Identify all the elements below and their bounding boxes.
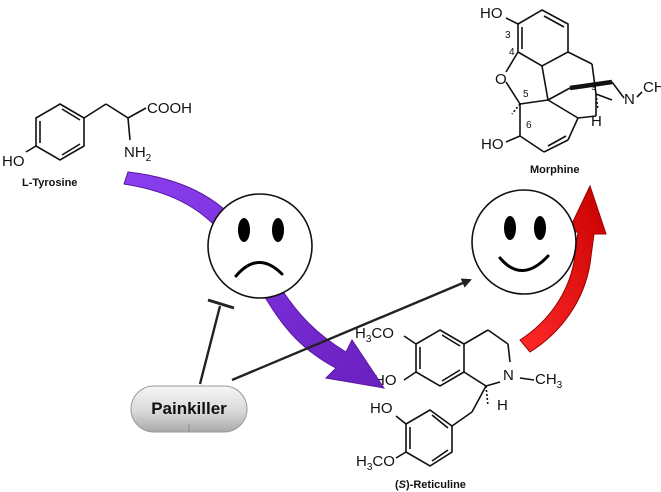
morphine-position-4-label: 4: [509, 47, 515, 58]
activation-arrow: [231, 278, 472, 382]
inhibition-line: [198, 298, 235, 385]
reticuline-lower-hydroxyl-label: HO: [370, 400, 393, 417]
reticuline-top-methoxy-label: H3CO: [355, 325, 394, 345]
morphine-aromatic-ring: [517, 9, 569, 67]
reticuline-benzyl-ring: [405, 409, 453, 467]
reticuline-benzyl-bond: [451, 411, 473, 427]
morphine-ring-bond: [577, 115, 597, 119]
reticuline-ring-bond: [463, 329, 489, 345]
sad-face-icon: [207, 193, 313, 299]
tyrosine-amine-label: NH2: [124, 144, 152, 164]
morphine-structure: [505, 9, 643, 153]
reticuline-benzyl-bond: [471, 385, 487, 413]
morphine-ring-bond: [595, 93, 613, 101]
morphine-ring-bond: [543, 139, 569, 153]
reticuline-stereo-h-label: H: [497, 397, 508, 414]
reticuline-ring-bond: [463, 371, 487, 387]
morphine-ring-bond: [541, 65, 549, 101]
morphine-n-methyl-bond: [636, 91, 643, 98]
morphine-bridge-bond: [611, 81, 625, 99]
reticuline-double-bond: [441, 369, 461, 382]
tyrosine-side-chain-bond: [105, 103, 129, 119]
morphine-double-bond: [543, 15, 565, 28]
happy-face-icon: [471, 189, 577, 295]
morphine-ether-bond: [505, 81, 521, 105]
morphine-double-bond: [547, 135, 567, 147]
reticuline-nitrogen-label: N: [503, 367, 514, 384]
morphine-position-6-label: 6: [526, 120, 532, 131]
morphine-ring-bond: [567, 117, 579, 141]
morphine-position-9-label: 9: [591, 82, 597, 93]
morphine-oh-bond: [505, 135, 521, 143]
reticuline-methoxy-bond: [403, 335, 417, 345]
morphine-name-label: Morphine: [530, 164, 580, 176]
tyrosine-double-bond: [61, 143, 81, 156]
reticuline-hash-bond: [485, 385, 489, 407]
reticuline-double-bond: [431, 414, 449, 429]
reticuline-structure: [395, 329, 535, 467]
morphine-stereo-h-label: H: [591, 113, 602, 130]
reticuline-double-bond: [431, 449, 449, 462]
tyrosine-amine-bond: [127, 117, 131, 141]
reticuline-bottom-methoxy-label: H3CO: [356, 453, 395, 473]
morphine-bottom-hydroxyl-label: HO: [481, 136, 504, 153]
morphine-position-3-label: 3: [505, 30, 511, 41]
morphine-ring-bond: [567, 51, 593, 65]
morphine-ring-bond: [519, 135, 545, 153]
morphine-ether-bond: [505, 51, 519, 73]
morphine-ring-bond: [547, 99, 579, 119]
reticuline-hydroxyl-bond: [395, 415, 407, 425]
morphine-bridge-bond: [547, 87, 571, 101]
tyrosine-double-bond: [61, 108, 81, 121]
morphine-bridge-wedge: [569, 79, 613, 91]
tyrosine-side-chain-bond: [83, 103, 107, 119]
active-pathway-arrow: [519, 184, 607, 353]
tyrosine-carboxyl-bond: [127, 107, 147, 119]
morphine-ring-bond: [519, 99, 549, 105]
reticuline-name-label: (S)-Reticuline: [395, 479, 466, 491]
reticuline-ring-bond: [507, 343, 511, 363]
reticuline-isoquinoline-ring: [415, 329, 465, 387]
reticuline-ring-bond: [487, 329, 509, 345]
reticuline-double-bond: [441, 334, 461, 347]
morphine-hash-bond: [511, 103, 521, 115]
morphine-ring-bond: [591, 63, 597, 95]
tyrosine-carboxyl-label: COOH: [147, 100, 192, 117]
morphine-oh-bond: [505, 17, 519, 25]
tyrosine-structure: [25, 103, 147, 161]
tyrosine-hydroxyl-label: HO: [2, 153, 25, 170]
reticuline-ring-bond: [485, 381, 501, 387]
morphine-n-methyl-label: CH3: [643, 79, 661, 99]
reticuline-hydroxyl-bond: [403, 371, 417, 381]
painkiller-pill: Painkiller: [130, 385, 248, 433]
reticuline-n-methyl-bond: [519, 377, 535, 381]
tyrosine-benzene-ring: [35, 103, 85, 161]
painkiller-label: Painkiller: [151, 399, 227, 418]
morphine-position-5-label: 5: [523, 89, 529, 100]
tyrosine-name-label: L-Tyrosine: [22, 177, 77, 189]
morphine-top-hydroxyl-label: HO: [480, 5, 503, 22]
morphine-hash-bond: [595, 93, 599, 111]
tyrosine-oh-bond: [25, 145, 37, 153]
morphine-nitrogen-label: N: [624, 91, 635, 108]
morphine-ether-oxygen-label: O: [495, 71, 507, 88]
reticuline-n-methyl-label: CH3: [535, 371, 563, 391]
reticuline-methoxy-bond: [395, 451, 407, 459]
